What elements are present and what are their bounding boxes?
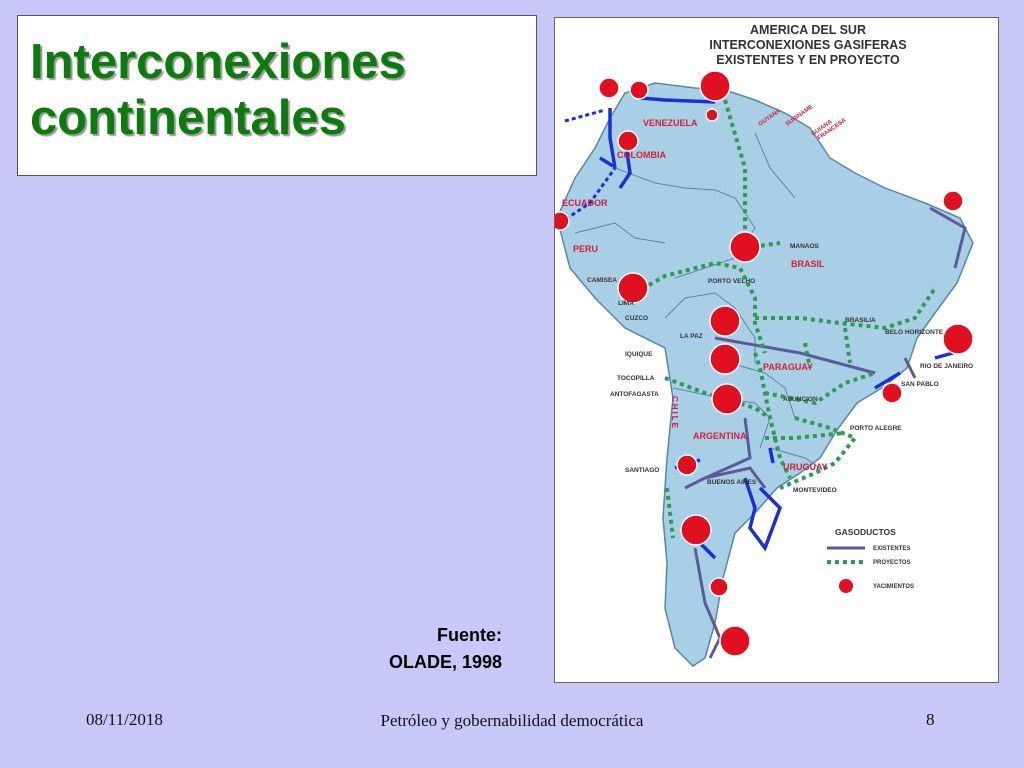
slide-title-line-2: continentales — [30, 91, 346, 145]
label-sao-paulo: SAN PABLO — [901, 381, 939, 388]
map-svg: AMERICA DEL SUR INTERCONEXIONES GASIFERA… — [555, 23, 974, 667]
legend-title: GASODUCTOS — [835, 527, 896, 537]
label-brasil: BRASIL — [791, 259, 825, 269]
label-uruguay: URUGUAY — [783, 462, 828, 472]
label-tocopilla: TOCOPILLA — [617, 375, 655, 382]
label-belo-horizonte: BELO HORIZONTE — [885, 329, 944, 336]
label-peru: PERU — [573, 244, 598, 254]
label-porto-alegre: PORTO ALEGRE — [850, 425, 902, 432]
slide-title-line-1: Interconexiones — [30, 35, 406, 89]
map-title-line-1: AMERICA DEL SUR — [750, 23, 866, 37]
label-argentina: ARGENTINA — [693, 431, 747, 441]
legend-existing-label: EXISTENTES — [873, 546, 910, 552]
label-paraguay: PARAGUAY — [763, 362, 813, 372]
city-labels: MANAOS CAMISEA LIMA CUZCO PORTO VELHO LA… — [587, 243, 973, 494]
label-brasilia: BRASILIA — [845, 317, 876, 324]
continent-land — [556, 82, 974, 667]
legend-fields-label: YACIMIENTOS — [873, 584, 914, 590]
footer-page-number: 8 — [926, 710, 935, 729]
label-iquique: IQUIQUE — [625, 351, 653, 358]
label-chile: CHILE — [670, 396, 679, 430]
label-colombia: COLOMBIA — [617, 150, 666, 160]
label-lima: LIMA — [618, 300, 634, 307]
label-manaos: MANAOS — [790, 243, 820, 250]
legend-projects-label: PROYECTOS — [873, 560, 911, 566]
map-title-line-3: EXISTENTES Y EN PROYECTO — [716, 53, 900, 67]
south-america-gas-map: AMERICA DEL SUR INTERCONEXIONES GASIFERA… — [554, 17, 999, 683]
label-rio: RIO DE JANEIRO — [920, 363, 973, 370]
label-montevideo: MONTEVIDEO — [793, 487, 837, 494]
legend-field-marker — [839, 579, 853, 593]
blue-dashed-pipelines — [559, 108, 617, 225]
label-ecuador: ECUADOR — [562, 198, 608, 208]
label-antofagasta: ANTOFAGASTA — [610, 391, 659, 398]
footer-center-text: Petróleo y gobernabilidad democrática — [380, 711, 644, 730]
source-label: Fuente: — [437, 625, 502, 645]
map-title-line-2: INTERCONEXIONES GASIFERAS — [709, 38, 906, 52]
label-buenos-aires: BUENOS AIRES — [707, 479, 757, 486]
label-cuzco: CUZCO — [625, 315, 648, 322]
label-la-paz: LA PAZ — [680, 333, 703, 340]
existing-pipelines — [684, 206, 967, 659]
label-venezuela: VENEZUELA — [643, 118, 698, 128]
label-camisea: CAMISEA — [587, 277, 617, 284]
label-porto-velho: PORTO VELHO — [708, 278, 755, 285]
gas-fields — [555, 70, 974, 657]
map-title: AMERICA DEL SUR INTERCONEXIONES GASIFERA… — [709, 23, 906, 67]
title-box: Interconexiones continentales — [17, 15, 537, 176]
footer-date: 08/11/2018 — [86, 710, 163, 729]
label-santiago: SANTIAGO — [625, 467, 659, 474]
label-asuncion: ASUNCION — [783, 396, 818, 403]
source-value: OLADE, 1998 — [388, 652, 502, 672]
map-legend: GASODUCTOS EXISTENTES PROYECTOS YACIMIEN… — [827, 527, 914, 593]
